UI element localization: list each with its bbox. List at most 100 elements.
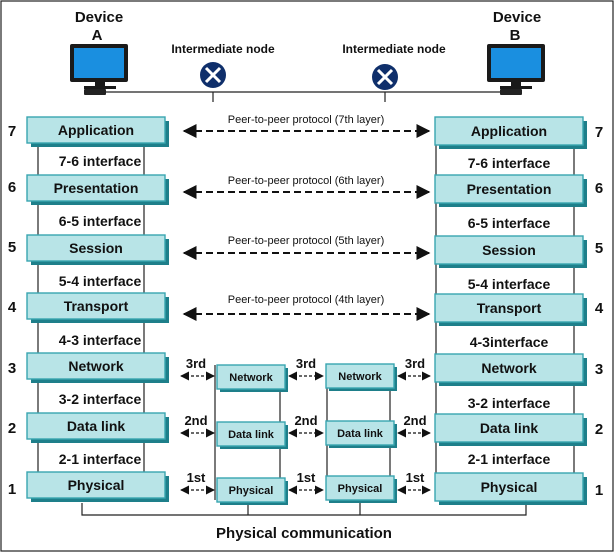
layer-number-right: 2	[595, 421, 603, 438]
layer-box-b-label: Network	[481, 360, 536, 376]
interface-label: 6-5 interface	[468, 215, 551, 231]
layer-number-right: 5	[595, 240, 603, 257]
peer-protocol-label: Peer-to-peer protocol (4th layer)	[228, 294, 385, 306]
intermediate-box-label: Network	[338, 371, 382, 383]
layer-box-b: Physical	[434, 472, 587, 505]
intermediate-box: Data link	[216, 421, 288, 449]
hop-label: 2nd	[403, 413, 426, 428]
hop-label: 1st	[297, 470, 316, 485]
interface-label: 4-3interface	[470, 334, 549, 350]
physical-communication-label: Physical communication	[216, 525, 392, 542]
device-a-stack: ApplicationPresentationSessionTransportN…	[26, 116, 169, 502]
monitor-icon	[487, 44, 545, 89]
intermediate-node-label: Intermediate node	[342, 42, 446, 56]
layer-number-left: 7	[8, 123, 16, 140]
intermediate-box: Data link	[325, 420, 397, 448]
device-a: Device A	[70, 9, 128, 95]
interface-label: 5-4 interface	[468, 276, 551, 292]
hop-label: 2nd	[294, 413, 317, 428]
peer-protocols: Peer-to-peer protocol (7th layer) Peer-to…	[182, 114, 431, 321]
interface-label: 2-1 interface	[59, 451, 142, 467]
layer-number-right: 4	[595, 300, 604, 317]
peer-protocol-label: Peer-to-peer protocol (5th layer)	[228, 235, 385, 247]
intermediate-box-label: Physical	[229, 485, 274, 497]
layer-box-a-label: Data link	[67, 418, 126, 434]
interface-label: 6-5 interface	[59, 213, 142, 229]
layer-box-a-label: Application	[58, 122, 134, 138]
layer-box-b-label: Data link	[480, 420, 539, 436]
device-b: Device B	[487, 9, 545, 95]
intermediate-node-left: Intermediate node	[171, 42, 275, 88]
layer-box-b-label: Presentation	[467, 181, 552, 197]
intermediate-box: Physical	[325, 475, 397, 503]
router-icon	[372, 64, 398, 90]
router-icon	[200, 62, 226, 88]
intermediate-box-label: Physical	[338, 483, 383, 495]
hop-label: 3rd	[296, 356, 316, 371]
layer-box-a: Presentation	[26, 174, 169, 205]
layer-box-b: Presentation	[434, 174, 587, 207]
layer-box-a-label: Network	[68, 358, 123, 374]
layer-box-b: Application	[434, 116, 587, 149]
layer-box-a: Network	[26, 352, 169, 383]
layer-box-a: Data link	[26, 412, 169, 443]
hop-label: 3rd	[405, 356, 425, 371]
keyboard-icon	[84, 89, 106, 95]
layer-number-left: 5	[8, 239, 16, 256]
layer-box-b-label: Physical	[481, 479, 538, 495]
interface-label: 2-1 interface	[468, 451, 551, 467]
interface-label: 4-3 interface	[59, 332, 142, 348]
intermediate-node-label: Intermediate node	[171, 42, 275, 56]
layer-box-b: Transport	[434, 293, 587, 326]
hop-label: 2nd	[184, 413, 207, 428]
layer-box-a-label: Transport	[64, 298, 129, 314]
peer-protocol-label: Peer-to-peer protocol (7th layer)	[228, 114, 385, 126]
layer-box-a-label: Presentation	[54, 180, 139, 196]
layer-number-left: 4	[8, 299, 17, 316]
layer-box-a-label: Session	[69, 240, 123, 256]
peer-protocol-label: Peer-to-peer protocol (6th layer)	[228, 175, 385, 187]
layer-number-left: 3	[8, 360, 16, 377]
intermediate-box: Network	[216, 364, 288, 392]
interface-label: 7-6 interface	[468, 155, 551, 171]
layer-box-b-label: Transport	[477, 300, 542, 316]
interface-label: 3-2 interface	[468, 395, 551, 411]
layer-box-b: Network	[434, 353, 587, 386]
keyboard-icon	[500, 89, 522, 95]
device-a-letter: A	[92, 27, 103, 44]
intermediate-box-label: Data link	[337, 428, 384, 440]
layer-number-left: 6	[8, 179, 16, 196]
layer-box-a: Application	[26, 116, 169, 147]
layer-box-b-label: Session	[482, 242, 536, 258]
interface-label: 5-4 interface	[59, 273, 142, 289]
intermediate-box-label: Data link	[228, 429, 275, 441]
layer-box-a: Session	[26, 234, 169, 265]
intermediate-box-label: Network	[229, 372, 273, 384]
layer-box-a: Physical	[26, 471, 169, 502]
device-a-word: Device	[75, 9, 123, 26]
device-b-letter: B	[510, 27, 521, 44]
top-network-line	[106, 91, 510, 102]
layer-number-right: 1	[595, 482, 603, 499]
layer-box-b-label: Application	[471, 123, 547, 139]
layer-number-right: 7	[595, 124, 603, 141]
device-b-stack: ApplicationPresentationSessionTransportN…	[434, 116, 587, 505]
layer-box-a: Transport	[26, 292, 169, 323]
interface-label: 3-2 interface	[59, 391, 142, 407]
layer-number-left: 1	[8, 481, 16, 498]
layer-number-right: 6	[595, 180, 603, 197]
intermediate-box: Network	[325, 363, 397, 391]
hop-label: 1st	[187, 470, 206, 485]
interface-label: 7-6 interface	[59, 153, 142, 169]
hop-label: 3rd	[186, 356, 206, 371]
layer-box-b: Data link	[434, 413, 587, 446]
intermediate-node-right: Intermediate node	[342, 42, 446, 90]
layer-box-a-label: Physical	[68, 477, 125, 493]
layer-number-left: 2	[8, 420, 16, 437]
device-b-word: Device	[493, 9, 541, 26]
